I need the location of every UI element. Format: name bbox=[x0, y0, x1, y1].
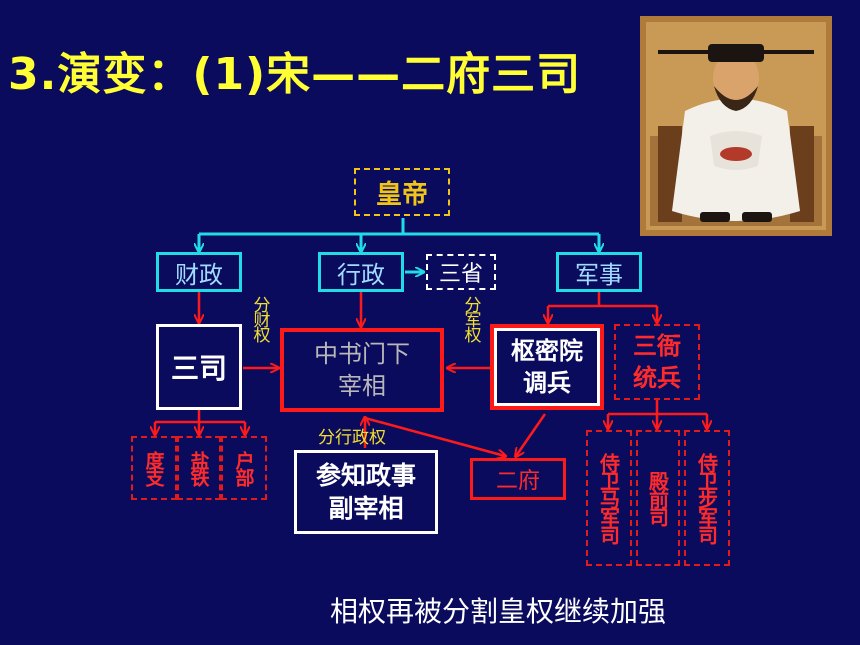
chancellor-line2: 宰相 bbox=[338, 372, 386, 400]
sansi-box: 三司 bbox=[156, 324, 242, 410]
chancellor-line1: 中书门下 bbox=[314, 340, 410, 368]
emperor-box: 皇帝 bbox=[354, 168, 450, 216]
split-military-label: 分军权 bbox=[460, 296, 481, 341]
shumiyuan-box: 枢密院 调兵 bbox=[497, 331, 597, 403]
split-admin-label: 分行政权 bbox=[318, 428, 386, 448]
dianqian-box: 殿前司 bbox=[636, 430, 680, 566]
administration-box: 行政 bbox=[318, 252, 404, 292]
shumiyuan-outer: 枢密院 调兵 bbox=[490, 324, 604, 410]
military-box: 军事 bbox=[556, 252, 642, 292]
vice-chancellor-box: 参知政事 副宰相 bbox=[294, 450, 438, 534]
vice-chancellor-line2: 副宰相 bbox=[328, 494, 404, 523]
split-finance-label: 分财权 bbox=[249, 296, 270, 341]
sanya-line2: 统兵 bbox=[633, 364, 681, 392]
duzhi-box: 度支 bbox=[131, 436, 177, 500]
page-title: 3.演变：(1)宋——二府三司 bbox=[8, 49, 582, 100]
chancellor-box: 中书门下 宰相 bbox=[280, 328, 444, 412]
yantie-box: 盐铁 bbox=[177, 436, 221, 500]
caption: 相权再被分割皇权继续加强 bbox=[330, 595, 667, 628]
shiwei-bu-box: 侍卫步军司 bbox=[684, 430, 730, 566]
emperor-portrait bbox=[640, 16, 832, 236]
shiwei-ma-box: 侍卫马军司 bbox=[586, 430, 632, 566]
erfu-box: 二府 bbox=[470, 458, 566, 500]
sanya-line1: 三衙 bbox=[633, 332, 681, 360]
hubu-box: 户部 bbox=[221, 436, 267, 500]
shumiyuan-line2: 调兵 bbox=[523, 369, 571, 397]
vice-chancellor-line1: 参知政事 bbox=[315, 461, 416, 490]
sanya-box: 三衙 统兵 bbox=[614, 324, 700, 400]
shumiyuan-line1: 枢密院 bbox=[511, 337, 583, 365]
three-departments-box: 三省 bbox=[426, 254, 496, 290]
finance-box: 财政 bbox=[156, 252, 242, 292]
